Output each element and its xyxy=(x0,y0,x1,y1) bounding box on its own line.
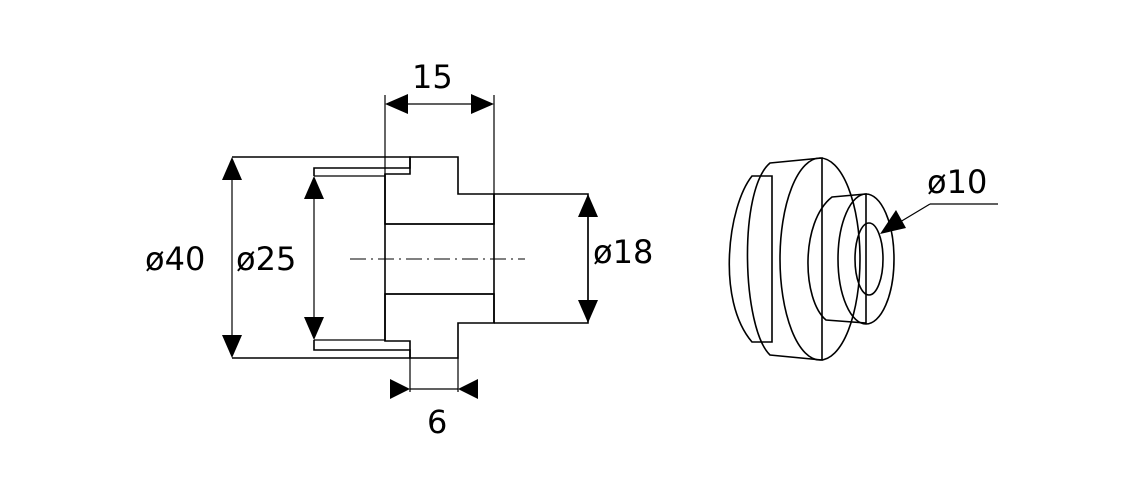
shaft-front-face xyxy=(837,193,895,325)
label-dia-bore: ø10 xyxy=(927,163,987,201)
isometric-view: ø10 xyxy=(728,157,998,361)
dimension-dia-shaft: ø18 xyxy=(578,194,653,323)
dimension-dia-bore: ø10 xyxy=(880,163,998,234)
flange-outline-top xyxy=(232,156,411,176)
flange-band xyxy=(746,157,823,361)
dimension-length-overall: 15 xyxy=(384,58,495,194)
dimension-dia-flange: ø40 xyxy=(145,157,242,358)
label-length-overall: 15 xyxy=(412,58,453,96)
bore-hole xyxy=(854,222,884,296)
label-dia-flange: ø40 xyxy=(145,240,205,278)
flange-rim-back xyxy=(728,175,773,343)
flange-front-face xyxy=(779,157,861,361)
label-flange-width: 6 xyxy=(427,403,447,441)
shaft-body xyxy=(807,193,867,324)
label-dia-shoulder: ø25 xyxy=(236,240,296,278)
section-view: ø40 ø25 ø18 15 xyxy=(145,58,653,441)
section-hatch-lower xyxy=(384,293,495,359)
dimension-flange-width: 6 xyxy=(390,358,478,441)
flange-outline-bottom xyxy=(232,340,411,359)
dimension-dia-shoulder: ø25 xyxy=(236,176,324,340)
label-dia-shaft: ø18 xyxy=(593,233,653,271)
shaft-outline xyxy=(494,193,589,324)
section-hatch-upper xyxy=(384,156,495,225)
